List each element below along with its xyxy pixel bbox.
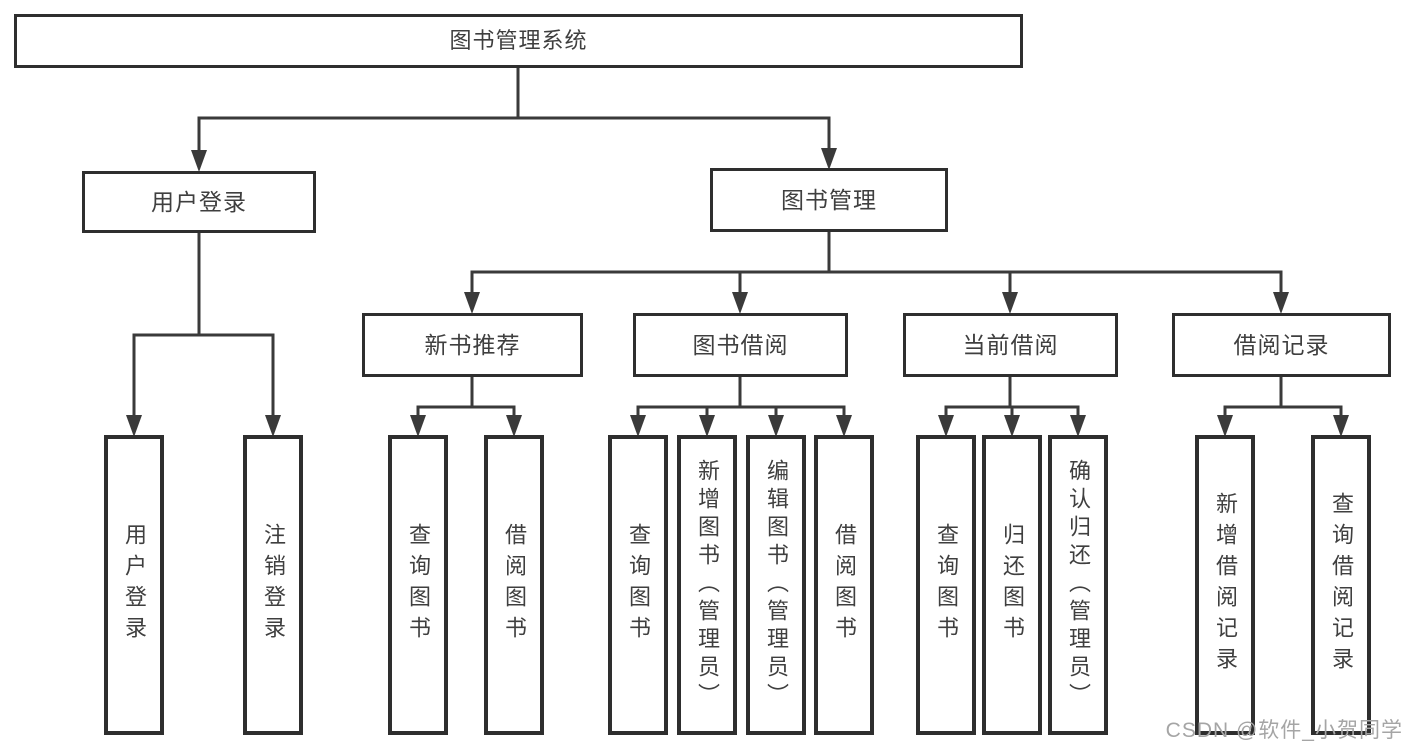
leaf-node: 确认归还（管理员） — [1048, 435, 1108, 735]
node-borrow-records: 借阅记录 — [1172, 313, 1391, 377]
node-label: 借阅图书 — [832, 523, 857, 647]
leaf-node: 编辑图书（管理员） — [746, 435, 806, 735]
node-label: 借阅记录 — [1233, 331, 1330, 358]
node-label: 查询图书 — [406, 523, 431, 647]
node-label: 查询图书 — [934, 523, 959, 647]
leaf-node: 归还图书 — [982, 435, 1042, 735]
node-label: 查询借阅记录 — [1329, 492, 1354, 678]
leaf-node: 查询图书 — [388, 435, 448, 735]
leaf-node: 注销登录 — [243, 435, 303, 735]
leaf-node: 借阅图书 — [814, 435, 874, 735]
node-label: 用户登录 — [122, 523, 147, 647]
node-label: 当前借阅 — [962, 331, 1059, 358]
leaf-node: 用户登录 — [104, 435, 164, 735]
node-new-book-recommend: 新书推荐 — [362, 313, 583, 377]
node-label: 确认归还（管理员） — [1066, 459, 1091, 711]
node-label: 新增借阅记录 — [1213, 492, 1238, 678]
node-label: 图书借阅 — [692, 331, 789, 358]
node-book-management: 图书管理 — [710, 168, 948, 232]
leaf-node: 查询借阅记录 — [1311, 435, 1371, 735]
leaf-node: 新增借阅记录 — [1195, 435, 1255, 735]
leaf-node: 新增图书（管理员） — [677, 435, 737, 735]
node-label: 注销登录 — [261, 523, 286, 647]
node-root: 图书管理系统 — [14, 14, 1023, 68]
node-label: 编辑图书（管理员） — [764, 459, 789, 711]
node-label: 图书管理系统 — [449, 28, 588, 53]
node-label: 新增图书（管理员） — [695, 459, 720, 711]
leaf-node: 借阅图书 — [484, 435, 544, 735]
node-label: 新书推荐 — [424, 331, 521, 358]
node-label: 归还图书 — [1000, 523, 1025, 647]
node-label: 图书管理 — [781, 186, 877, 213]
node-book-borrow: 图书借阅 — [633, 313, 848, 377]
node-current-borrow: 当前借阅 — [903, 313, 1118, 377]
node-user-login: 用户登录 — [82, 171, 316, 233]
watermark: CSDN @软件_小贺同学 — [1165, 719, 1403, 742]
leaf-node: 查询图书 — [608, 435, 668, 735]
node-label: 用户登录 — [151, 188, 247, 215]
node-label: 借阅图书 — [502, 523, 527, 647]
node-label: 查询图书 — [626, 523, 651, 647]
leaf-node: 查询图书 — [916, 435, 976, 735]
